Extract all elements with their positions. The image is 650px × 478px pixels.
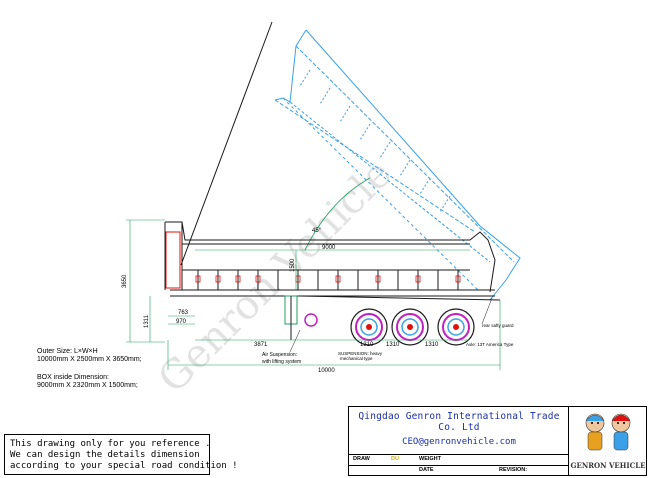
logo-text: GENRON VEHICLE <box>570 461 646 470</box>
title-row-date: DATE REVISION: <box>349 465 569 476</box>
wheel-axle-1 <box>350 308 388 346</box>
wheel-axle-2 <box>391 308 429 346</box>
leader-line-air <box>289 329 301 353</box>
note-line-2: We can design the details dimension <box>10 450 200 460</box>
note-line-3: according to your special road condition… <box>10 461 238 471</box>
suspension-type-label: SUSPENSION: heavy <box>338 351 383 356</box>
hydraulic-cylinder <box>180 21 273 266</box>
suspension-type-sub: mechanical type <box>340 356 373 361</box>
dim-box-height: 1500 <box>290 258 296 272</box>
landing-gear <box>304 313 318 327</box>
title-block: Qingdao Genron International Trade Co. L… <box>348 406 647 476</box>
dim-axle-spacing-2: 1310 <box>386 342 400 348</box>
company-name: Qingdao Genron International Trade Co. L… <box>358 411 560 433</box>
revision-label: REVISION: <box>499 467 528 473</box>
rear-guard-label: rear safty guard <box>482 323 514 328</box>
leader-line-guard <box>481 297 493 325</box>
title-row-draw: DRAW DU WEIGHT <box>349 454 569 465</box>
logo-mascot-icon <box>585 413 631 451</box>
dim-overall-length: 10000 <box>318 368 335 374</box>
air-suspension-label: Air Suspension: <box>262 352 297 358</box>
dim-kingpin-763: 763 <box>178 310 189 316</box>
box-inside-label: BOX inside Dimension: <box>37 374 109 381</box>
dim-ground-1311: 1311 <box>144 314 150 328</box>
draw-label: DRAW <box>353 456 370 462</box>
air-suspension-sub: with lifting system <box>262 359 301 365</box>
dim-box-length: 9000 <box>322 245 336 251</box>
reference-note: This drawing only for you reference . We… <box>4 434 238 475</box>
axle-type-label: Axle: 13T America Type <box>466 342 514 347</box>
dim-axle-spacing-1: 1310 <box>360 342 374 348</box>
outer-size-value: 10000mm X 2500mm X 3650mm; <box>37 356 142 363</box>
dim-axle-spacing-3: 1310 <box>425 342 439 348</box>
logo: GENRON VEHICLE <box>568 407 647 475</box>
dim-axle-offset: 3871 <box>254 342 268 348</box>
company-email: CEO@genronvehicle.com <box>402 437 516 447</box>
wheel-axle-3 <box>437 308 475 346</box>
box-inside-value: 9000mm X 2320mm X 1500mm; <box>37 382 138 389</box>
dim-kingpin-970: 970 <box>176 319 187 325</box>
note-line-1: This drawing only for you reference . <box>10 439 211 449</box>
draw-value: DU <box>391 456 399 462</box>
date-label: DATE <box>419 467 434 473</box>
tipped-dump-body <box>274 29 521 301</box>
dimension-lines <box>126 219 501 370</box>
dim-overall-height: 3650 <box>122 274 128 288</box>
trailer-body <box>164 221 501 340</box>
weight-label: WEIGHT <box>419 456 441 462</box>
outer-size-label: Outer Size: L×W×H <box>37 348 98 355</box>
angle-label: 45° <box>312 228 322 234</box>
